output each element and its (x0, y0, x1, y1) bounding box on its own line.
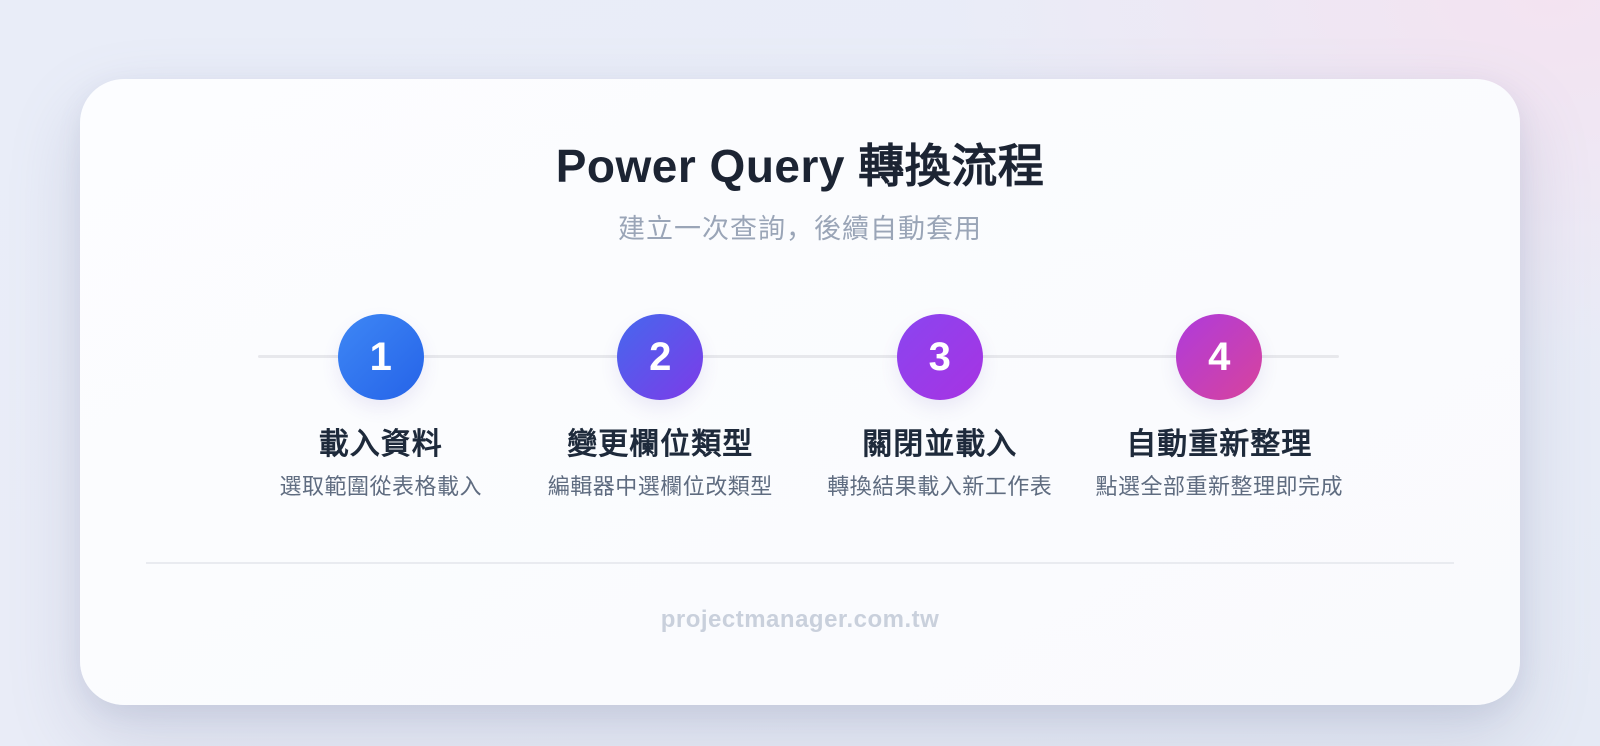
step-circle-2: 2 (617, 314, 704, 400)
step-number: 1 (369, 335, 392, 379)
step-item-2: 2 變更欄位類型 編輯器中選欄位改類型 (521, 314, 801, 502)
process-card: Power Query 轉換流程 建立一次查詢，後續自動套用 1 載入資料 選取… (80, 79, 1520, 705)
page-subtitle: 建立一次查詢，後續自動套用 (618, 214, 982, 244)
footer-watermark: projectmanager.com.tw (660, 606, 940, 633)
step-circle-4: 4 (1176, 314, 1263, 400)
step-description: 轉換結果載入新工作表 (827, 474, 1053, 499)
step-item-4: 4 自動重新整理 點選全部重新整理即完成 (1080, 314, 1360, 502)
step-circle-1: 1 (337, 314, 424, 400)
step-number: 3 (928, 335, 951, 379)
step-description: 編輯器中選欄位改類型 (547, 474, 773, 499)
step-title: 載入資料 (318, 428, 443, 461)
step-title: 自動重新整理 (1126, 428, 1313, 461)
step-title: 關閉並載入 (862, 428, 1018, 461)
step-number: 4 (1208, 335, 1231, 379)
step-item-3: 3 關閉並載入 轉換結果載入新工作表 (800, 314, 1080, 502)
steps-area: 1 載入資料 選取範圍從表格載入 2 變更欄位類型 編輯器中選欄位改類型 3 關… (80, 314, 1520, 584)
step-number: 2 (649, 335, 672, 379)
step-item-1: 1 載入資料 選取範圍從表格載入 (241, 314, 521, 502)
step-description: 點選全部重新整理即完成 (1095, 474, 1343, 499)
step-description: 選取範圍從表格載入 (279, 474, 482, 499)
connector-line (258, 355, 1339, 358)
step-title: 變更欄位類型 (567, 428, 754, 461)
steps-row: 1 載入資料 選取範圍從表格載入 2 變更欄位類型 編輯器中選欄位改類型 3 關… (241, 314, 1359, 502)
divider (146, 562, 1454, 564)
step-circle-3: 3 (896, 314, 983, 400)
page-title: Power Query 轉換流程 (555, 140, 1045, 192)
